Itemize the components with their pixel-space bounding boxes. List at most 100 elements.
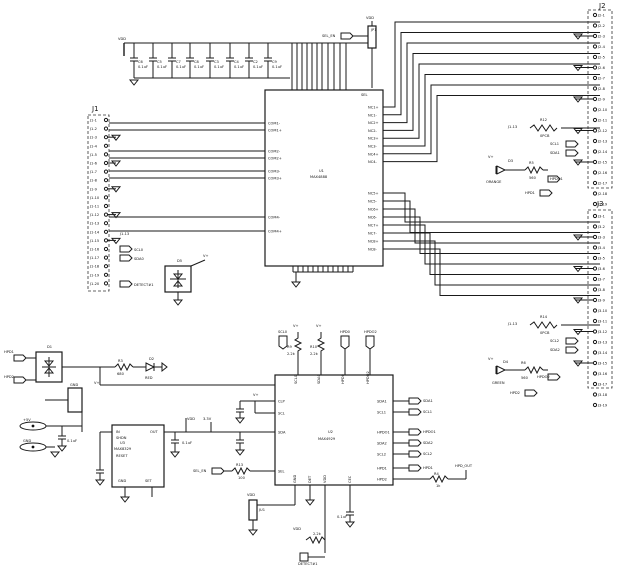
j1-pin-13: J1-13 [89, 222, 99, 226]
u1-pin-nc4p: NC4+ [368, 152, 379, 156]
j2-pin-5: J2-5 [597, 56, 605, 60]
r-det-vdd: VDD [293, 527, 301, 531]
j2-pin-18: J2-18 [597, 192, 608, 196]
u1-pin-nc2n: NC2- [368, 129, 377, 133]
u3-part: MAX8329 [114, 447, 132, 451]
hpd1-flag: HPD1 [423, 466, 433, 470]
j1-pin-15: J1-15 [89, 239, 99, 243]
u1-pin-com3+: COM3+ [268, 177, 282, 181]
d4-color: GREEN [492, 381, 505, 385]
r6-value: 560 [521, 376, 529, 380]
hpd-out-label: HPD_OUT [455, 464, 473, 468]
r13-value: 100 [238, 476, 246, 480]
u2-top-pin-sda0: SDA0 [317, 374, 321, 384]
detect-label: DETECT#1 [134, 283, 154, 287]
u2-pin-hpd2: HPD2 [377, 478, 387, 482]
j3-pin-13: J3-13 [597, 341, 607, 345]
cap-value-c9: 0.1uF [272, 65, 282, 69]
u1-pin-nc1p: NC1+ [368, 106, 379, 110]
u1-pin-nc2p: NC2+ [368, 121, 379, 125]
cap-value-c3: 0.1uF [214, 65, 224, 69]
scl2-flag: SCL2 [423, 452, 432, 456]
u3-pin-shdn: SHDN [116, 436, 127, 440]
u2-top-pin-hpdo2: HPDO2 [366, 371, 370, 384]
j3-pin-5: J3-5 [597, 257, 605, 261]
r14-ref: R14 [540, 315, 548, 319]
j3-pin-16: J3-16 [597, 372, 608, 376]
u2-pin-hpdo1: HPDO1 [377, 431, 390, 435]
j3-pin-19: J3-19 [597, 404, 608, 408]
u1-pin-com2+: COM2+ [268, 157, 282, 161]
u1-pin-nc7n: NC7- [368, 232, 377, 236]
cap-ref-c5: C5 [157, 60, 162, 64]
u1-pin-com3-: COM3- [268, 170, 281, 174]
sel-en-u2-label: SEL_EN [193, 469, 207, 473]
j3-pin-4: J3-4 [597, 246, 606, 250]
j3-pin-15: J3-15 [597, 362, 607, 366]
u3-pin-reset: RESET [116, 454, 128, 458]
u3-pin-set: SET [145, 479, 153, 483]
cap-value-c4: 0.1uF [234, 65, 244, 69]
u1-pin-com1-: COM1- [268, 122, 281, 126]
gnd-label: GND [23, 439, 31, 443]
u2-top-pin-hpd0: HPD0 [341, 373, 345, 384]
j2-pin-19: J2-19 [597, 203, 608, 207]
u2-bottom-pin-vdd: VDD [323, 475, 327, 483]
r5-ref: R5 [529, 161, 534, 165]
r13-ref: R13 [236, 463, 243, 467]
j1-pin-8: J1-8 [89, 179, 98, 183]
d4-vplus: V+ [488, 357, 493, 361]
j3-pin-6: J3-6 [597, 267, 606, 271]
j3-pin-3: J3-3 [597, 236, 605, 240]
r3-value: 680 [117, 372, 125, 376]
u1-pin-nc7p: NC7+ [368, 224, 379, 228]
j1-signal-labels: SCL0 SDA0 DETECT#1 J1-13 [119, 232, 154, 288]
j3-pin-2: J3-2 [597, 225, 605, 229]
r4-ref: R4 [434, 472, 439, 476]
u1-pin-com1+: COM1+ [268, 129, 282, 133]
r4-value: 1k [436, 484, 441, 488]
r9-value: 2.2k [287, 352, 296, 356]
vdd-label: VDD [118, 37, 126, 41]
sel-en-label: SEL_EN [322, 34, 336, 38]
j1-13-j3-label: J1-13 [507, 322, 517, 326]
three-v-label: 3.3V [203, 417, 212, 421]
j1-pin-11: J1-11 [89, 205, 99, 209]
j1-pin-10: J1-10 [89, 196, 100, 200]
j3-pin-11: J3-11 [597, 320, 607, 324]
j2-pin-1: J2-1 [597, 14, 605, 18]
vplus-rail: V+ [94, 381, 99, 385]
cap-value-c8: 0.1uF [194, 65, 204, 69]
ju1-vdd: VDD [247, 493, 255, 497]
u2-top-pin-scl0: SCL0 [294, 374, 298, 384]
sda1-j2-label: SDA1 [550, 151, 560, 155]
u1-max4888: U1 MAX4888 SEL COM1-COM1+COM2-COM2+COM3-… [109, 21, 600, 296]
u2-pin-scl1: SCL1 [377, 411, 386, 415]
j3-side-circuit: J1-13 R14 0PCB SCL2 SDA2 V+ D4 GREEN R6 … [488, 315, 600, 397]
j1-ref: J1 [91, 105, 99, 113]
j3-pin-17: J3-17 [597, 383, 607, 387]
cap-ref-c6: C6 [138, 60, 144, 64]
j2-pin-6: J2-6 [597, 66, 606, 70]
j2-pin-4: J2-4 [597, 45, 606, 49]
u1-ref: U1 [319, 169, 324, 173]
u1-part: MAX4888 [310, 175, 328, 179]
u2-ref: U2 [328, 430, 333, 434]
j2-pin-17: J2-17 [597, 182, 607, 186]
u2-pin-sda: SDA [278, 431, 286, 435]
d5-vplus: V+ [203, 254, 208, 258]
u1-pin-nc3p: NC3+ [368, 137, 379, 141]
scl1-flag: SCL1 [423, 410, 432, 414]
hpd2-j3-label: HPD2 [510, 391, 520, 395]
j2-pin-3: J2-3 [597, 35, 605, 39]
r10-ref: R10 [310, 345, 318, 349]
r14-value: 0PCB [540, 331, 550, 335]
u2-pin-scl2: SCL2 [377, 453, 386, 457]
j1-pin-6: J1-6 [89, 162, 98, 166]
j1-pin-19: J1-19 [89, 273, 100, 277]
decoupling-capacitor-bank: VDD C60.1uFC50.1uFC70.1uFC80.1uFC30.1uFC… [118, 37, 370, 90]
d3-color: ORANGE [486, 180, 502, 184]
cap-ref-c3: C3 [214, 60, 219, 64]
jp1-label: JP1 [370, 28, 377, 32]
j1-pin-18: J1-18 [89, 265, 100, 269]
